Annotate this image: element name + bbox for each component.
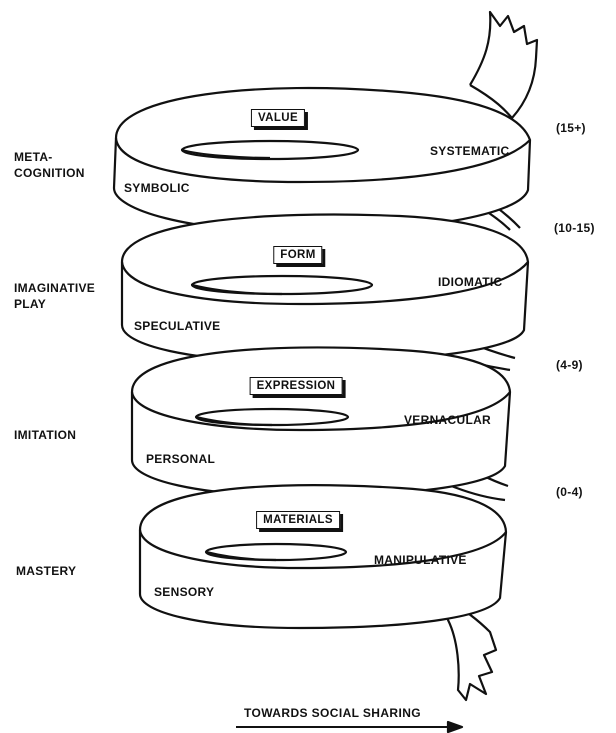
band-left-2: SPECULATIVE [134, 319, 221, 333]
stage-box-1: VALUE [250, 109, 306, 127]
stage-box-2: FORM [273, 246, 323, 264]
axis-label: TOWARDS SOCIAL SHARING [244, 706, 422, 720]
age-label-3: (4-9) [556, 358, 583, 372]
coil-1 [112, 86, 532, 234]
age-label-2: (10-15) [554, 221, 595, 235]
band-left-3: PERSONAL [146, 452, 216, 466]
band-left-4: SENSORY [154, 585, 215, 599]
stage-box-4: MATERIALS [256, 511, 340, 529]
torn-top-end [469, 10, 539, 120]
mode-label-3: IMITATION [14, 428, 77, 442]
band-right-4: MANIPULATIVE [374, 553, 467, 567]
age-label-1: (15+) [556, 121, 586, 135]
stage-box-3: EXPRESSION [249, 377, 343, 395]
band-right-2: IDIOMATIC [438, 275, 503, 289]
mode-label-4: MASTERY [16, 564, 77, 578]
mode-label-1: META- COGNITION [14, 150, 85, 180]
age-label-4: (0-4) [556, 485, 583, 499]
band-left-1: SYMBOLIC [124, 181, 190, 195]
coil-4 [138, 484, 508, 630]
axis-arrowhead [446, 720, 464, 733]
mode-label-2: IMAGINATIVE PLAY [14, 281, 96, 311]
band-right-1: SYSTEMATIC [430, 144, 510, 158]
torn-bottom-end [446, 598, 498, 702]
band-right-3: VERNACULAR [404, 413, 491, 427]
